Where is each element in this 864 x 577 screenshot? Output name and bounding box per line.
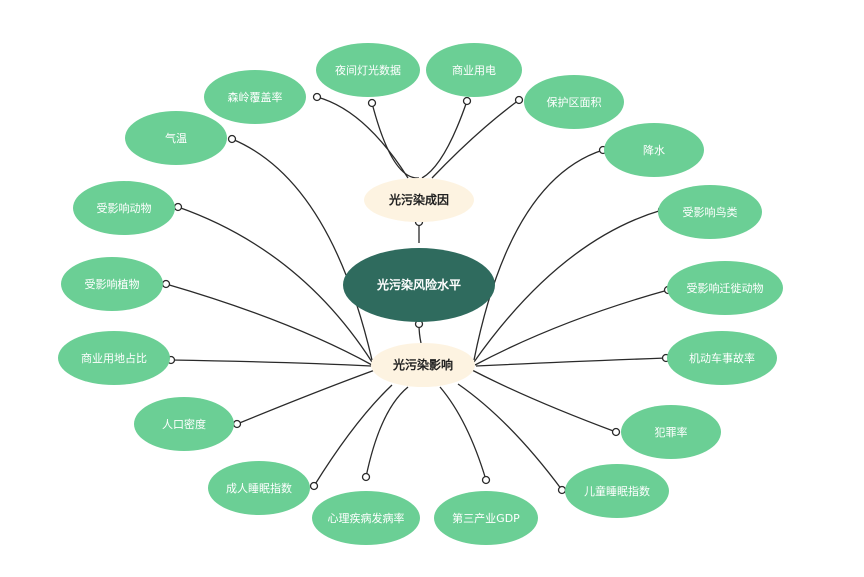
link-temperature: [231, 138, 373, 361]
connector-dot: [481, 475, 491, 485]
node-label: 犯罪率: [655, 425, 688, 439]
connector-dot: [161, 279, 171, 289]
node-label: 成人睡眠指数: [226, 481, 292, 495]
hub-label: 光污染成因: [388, 192, 449, 207]
node-label: 儿童睡眠指数: [584, 484, 650, 498]
connector-dot: [611, 427, 621, 437]
node-population-density[interactable]: 人口密度: [134, 397, 234, 451]
connector-dot: [462, 96, 472, 106]
center-label: 光污染风险水平: [376, 277, 461, 292]
center-node[interactable]: 光污染风险水平: [343, 248, 495, 322]
node-precipitation[interactable]: 降水: [604, 123, 704, 177]
connector-dot: [232, 419, 242, 429]
connector-dot: [514, 95, 524, 105]
node-label: 受影响动物: [97, 201, 152, 215]
link-precipitation: [473, 149, 604, 361]
node-tertiary-gdp[interactable]: 第三产业GDP: [434, 491, 538, 545]
node-temperature[interactable]: 气温: [125, 111, 227, 165]
link-plants: [165, 283, 373, 366]
connector-dot: [367, 98, 377, 108]
link-child-sleep: [457, 383, 563, 491]
connector-dot: [312, 92, 322, 102]
node-affected-migratory-animals[interactable]: 受影响迁徙动物: [667, 261, 783, 315]
link-mental-illness: [365, 386, 409, 478]
node-label: 保护区面积: [547, 95, 602, 109]
node-label: 森岭覆盖率: [228, 90, 283, 104]
connector-dot: [309, 481, 319, 491]
hub-effects[interactable]: 光污染影响: [371, 343, 475, 387]
node-crime-rate[interactable]: 犯罪率: [621, 405, 721, 459]
link-tertiary-gdp: [439, 386, 487, 481]
node-mental-illness-rate[interactable]: 心理疾病发病率: [312, 491, 420, 545]
link-crime: [471, 369, 617, 433]
node-night-light-data[interactable]: 夜间灯光数据: [316, 43, 420, 97]
connector-dot: [227, 134, 237, 144]
link-vehicle-accident: [475, 357, 667, 367]
node-child-sleep-index[interactable]: 儿童睡眠指数: [565, 464, 669, 518]
node-forest-coverage[interactable]: 森岭覆盖率: [204, 70, 306, 124]
node-label: 夜间灯光数据: [335, 63, 401, 77]
node-label: 机动车事故率: [689, 351, 755, 365]
link-protected-area: [431, 99, 520, 179]
node-affected-animals[interactable]: 受影响动物: [73, 181, 175, 235]
node-label: 气温: [165, 131, 187, 145]
node-vehicle-accident-rate[interactable]: 机动车事故率: [667, 331, 777, 385]
link-animals: [177, 206, 373, 363]
node-label: 商业用地占比: [81, 351, 147, 365]
node-label: 商业用电: [452, 63, 496, 77]
connector-dot: [557, 485, 567, 495]
link-forest-coverage: [316, 96, 409, 179]
link-population: [236, 369, 376, 425]
connector-dot: [173, 202, 183, 212]
node-label: 受影响迁徙动物: [687, 281, 764, 295]
node-adult-sleep-index[interactable]: 成人睡眠指数: [208, 461, 310, 515]
hub-label: 光污染影响: [392, 357, 453, 372]
node-affected-plants[interactable]: 受影响植物: [61, 257, 163, 311]
node-label: 降水: [643, 143, 665, 157]
node-label: 受影响鸟类: [683, 205, 738, 219]
node-commercial-power[interactable]: 商业用电: [426, 43, 522, 97]
hub-causes[interactable]: 光污染成因: [364, 178, 474, 222]
connector-lines: [161, 92, 673, 495]
node-affected-birds[interactable]: 受影响鸟类: [658, 185, 762, 239]
node-label: 心理疾病发病率: [328, 511, 405, 525]
link-birds: [473, 209, 663, 363]
node-label: 人口密度: [162, 417, 206, 431]
link-night-light: [371, 102, 420, 179]
link-commercial-power: [421, 100, 468, 179]
connector-dot: [361, 472, 371, 482]
node-label: 受影响植物: [85, 277, 140, 291]
node-label: 第三产业GDP: [452, 511, 520, 525]
node-commercial-land-ratio[interactable]: 商业用地占比: [58, 331, 170, 385]
node-protected-area[interactable]: 保护区面积: [524, 75, 624, 129]
link-adult-sleep: [313, 384, 393, 487]
link-migratory: [474, 289, 669, 366]
link-commercial-land: [170, 359, 372, 367]
